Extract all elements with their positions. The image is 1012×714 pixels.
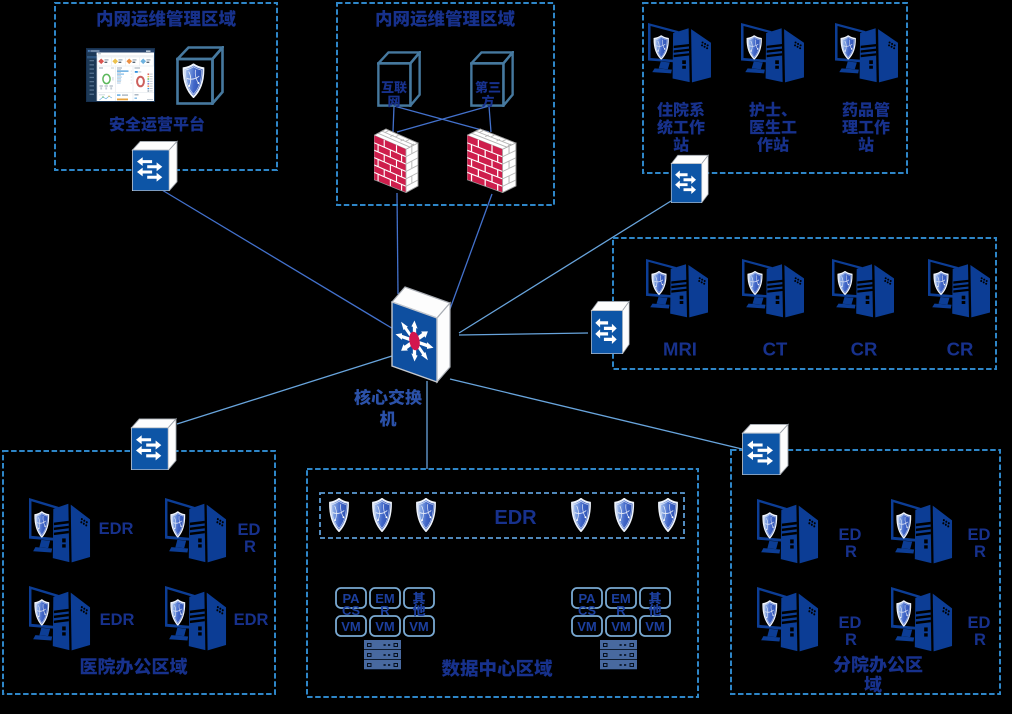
svg-text:VM: VM: [577, 619, 597, 634]
svg-text:R: R: [845, 631, 857, 649]
svg-text:CR: CR: [947, 339, 974, 360]
svg-text:R: R: [616, 603, 626, 618]
svg-text:ED: ED: [839, 614, 862, 632]
svg-text:R: R: [845, 543, 857, 561]
svg-text:EDR: EDR: [234, 611, 269, 629]
svg-text:EM: EM: [611, 591, 631, 606]
svg-text:ED: ED: [968, 526, 991, 544]
svg-text:R: R: [244, 538, 256, 556]
svg-text:ED: ED: [968, 614, 991, 632]
svg-text:ED: ED: [238, 521, 261, 539]
svg-text:EDR: EDR: [100, 611, 135, 629]
svg-text:ED: ED: [839, 526, 862, 544]
svg-text:EDR: EDR: [494, 507, 537, 529]
svg-text:VM: VM: [409, 619, 429, 634]
svg-text:R: R: [974, 631, 986, 649]
svg-text:CS: CS: [578, 603, 596, 618]
svg-text:CR: CR: [851, 339, 878, 360]
svg-text:VM: VM: [341, 619, 361, 634]
svg-text:CT: CT: [763, 339, 788, 360]
svg-text:EDR: EDR: [99, 520, 134, 538]
svg-text:CS: CS: [342, 603, 360, 618]
svg-text:VM: VM: [375, 619, 395, 634]
svg-text:R: R: [974, 543, 986, 561]
svg-text:MRI: MRI: [663, 339, 697, 360]
svg-text:PA: PA: [342, 591, 360, 606]
svg-text:EM: EM: [375, 591, 395, 606]
svg-text:PA: PA: [578, 591, 596, 606]
svg-text:VM: VM: [645, 619, 665, 634]
svg-text:VM: VM: [611, 619, 631, 634]
svg-text:R: R: [380, 603, 390, 618]
